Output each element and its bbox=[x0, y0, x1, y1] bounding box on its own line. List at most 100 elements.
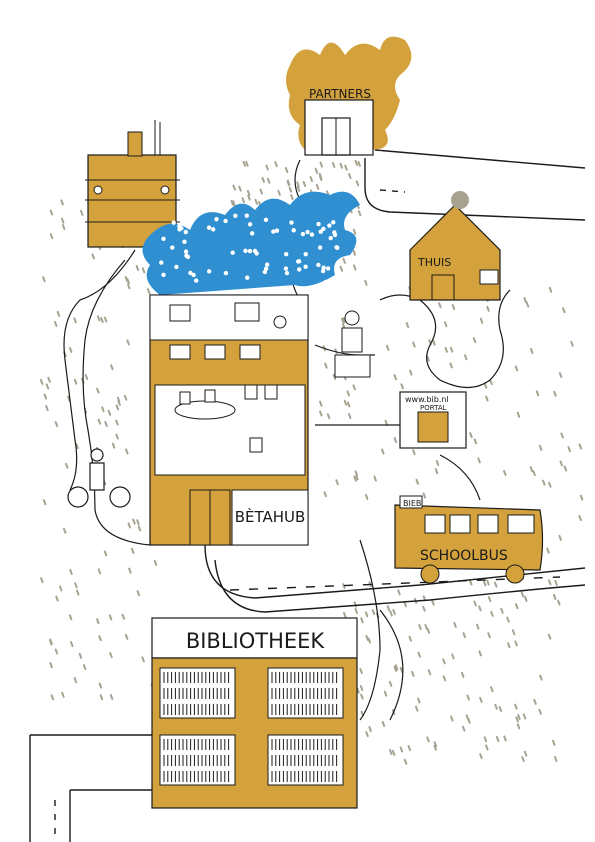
bike-wheel-front bbox=[109, 486, 131, 508]
speckle bbox=[365, 731, 369, 738]
speckle bbox=[449, 346, 454, 353]
speckle bbox=[517, 714, 521, 721]
speckle bbox=[232, 200, 236, 207]
speckle bbox=[523, 297, 527, 304]
speckle bbox=[66, 395, 71, 402]
speckle bbox=[514, 603, 519, 610]
house-smoke bbox=[451, 191, 469, 209]
user-crate bbox=[334, 354, 371, 378]
speckle bbox=[422, 605, 426, 612]
speckle bbox=[277, 189, 281, 196]
speckle bbox=[482, 580, 487, 587]
speckle bbox=[82, 664, 87, 671]
speckle bbox=[78, 652, 83, 659]
cloud-dot bbox=[263, 217, 269, 222]
tower-dish-2 bbox=[160, 185, 170, 195]
cloud-dot bbox=[303, 264, 308, 269]
cloud-dot bbox=[296, 259, 301, 264]
speckle bbox=[136, 590, 141, 597]
speckle bbox=[389, 610, 393, 617]
speckle bbox=[323, 491, 328, 498]
speckle bbox=[55, 595, 59, 602]
laptop-user bbox=[334, 310, 371, 378]
bike-wheel-back bbox=[67, 486, 89, 508]
speckle bbox=[514, 640, 518, 647]
speckle bbox=[127, 522, 132, 529]
speckle bbox=[109, 693, 114, 700]
speckle bbox=[70, 641, 74, 648]
cloud-dot bbox=[230, 250, 235, 255]
speckle bbox=[515, 716, 519, 723]
speckle bbox=[357, 160, 361, 167]
schoolbus: BIEB SCHOOLBUS bbox=[394, 495, 544, 584]
cloud-dot bbox=[244, 213, 249, 218]
speckle bbox=[364, 279, 368, 286]
speckle bbox=[296, 181, 300, 188]
road-bus-upper bbox=[204, 544, 586, 599]
speckle bbox=[315, 183, 320, 190]
speckle bbox=[50, 694, 55, 701]
speckle bbox=[418, 624, 422, 631]
speckle bbox=[381, 720, 386, 727]
speckle bbox=[403, 601, 407, 608]
roads bbox=[29, 149, 586, 842]
portal-door bbox=[417, 411, 449, 443]
bus-window-2 bbox=[449, 514, 471, 534]
speckle bbox=[115, 404, 120, 411]
speckle bbox=[101, 406, 105, 413]
speckle bbox=[342, 611, 347, 618]
speckle bbox=[364, 611, 369, 618]
speckle bbox=[259, 188, 263, 195]
blue-cloud bbox=[142, 191, 360, 295]
speckle bbox=[68, 347, 73, 354]
speckle bbox=[103, 550, 108, 557]
speckle bbox=[407, 745, 412, 752]
cloud-dot bbox=[206, 269, 212, 274]
speckle bbox=[394, 664, 399, 671]
speckle bbox=[524, 595, 528, 602]
speckle bbox=[539, 674, 543, 681]
speckle bbox=[485, 744, 489, 751]
cloud-dot bbox=[170, 245, 175, 250]
cyclist bbox=[67, 448, 131, 508]
speckle bbox=[469, 579, 473, 586]
hub-chairs bbox=[179, 384, 278, 453]
speckle bbox=[60, 217, 65, 224]
speckle bbox=[453, 621, 457, 628]
cloud-dot bbox=[291, 228, 296, 233]
speckle bbox=[487, 596, 492, 603]
road-bus-lower bbox=[214, 559, 586, 613]
partners-building: PARTNERS bbox=[286, 36, 412, 156]
speckle bbox=[422, 595, 427, 602]
speckle bbox=[434, 468, 439, 475]
partners-label: PARTNERS bbox=[309, 87, 371, 101]
speckle bbox=[579, 494, 584, 501]
speckle bbox=[451, 304, 456, 311]
speckle bbox=[54, 421, 59, 428]
speckle bbox=[360, 617, 364, 624]
speckle bbox=[58, 585, 63, 592]
speckle bbox=[242, 160, 247, 167]
cloud-dot bbox=[300, 231, 306, 237]
speckle bbox=[135, 264, 140, 271]
speckle bbox=[56, 310, 61, 317]
cloud-dot bbox=[183, 229, 188, 235]
cloud-dot bbox=[223, 218, 228, 224]
bookshelf-4 bbox=[267, 734, 344, 786]
speckle bbox=[493, 581, 498, 588]
speckle bbox=[483, 382, 488, 389]
cloud-dot bbox=[325, 266, 331, 271]
speckle bbox=[141, 267, 146, 274]
speckle bbox=[417, 697, 421, 704]
speckle bbox=[538, 708, 542, 715]
speckle bbox=[97, 418, 102, 425]
speckle bbox=[553, 390, 557, 397]
speckle bbox=[45, 405, 49, 412]
speckle bbox=[554, 579, 558, 586]
speckle bbox=[96, 618, 100, 625]
road-top-edge-a bbox=[364, 158, 586, 221]
speckle bbox=[104, 421, 108, 428]
speckle bbox=[353, 264, 357, 271]
speckle bbox=[96, 315, 101, 322]
